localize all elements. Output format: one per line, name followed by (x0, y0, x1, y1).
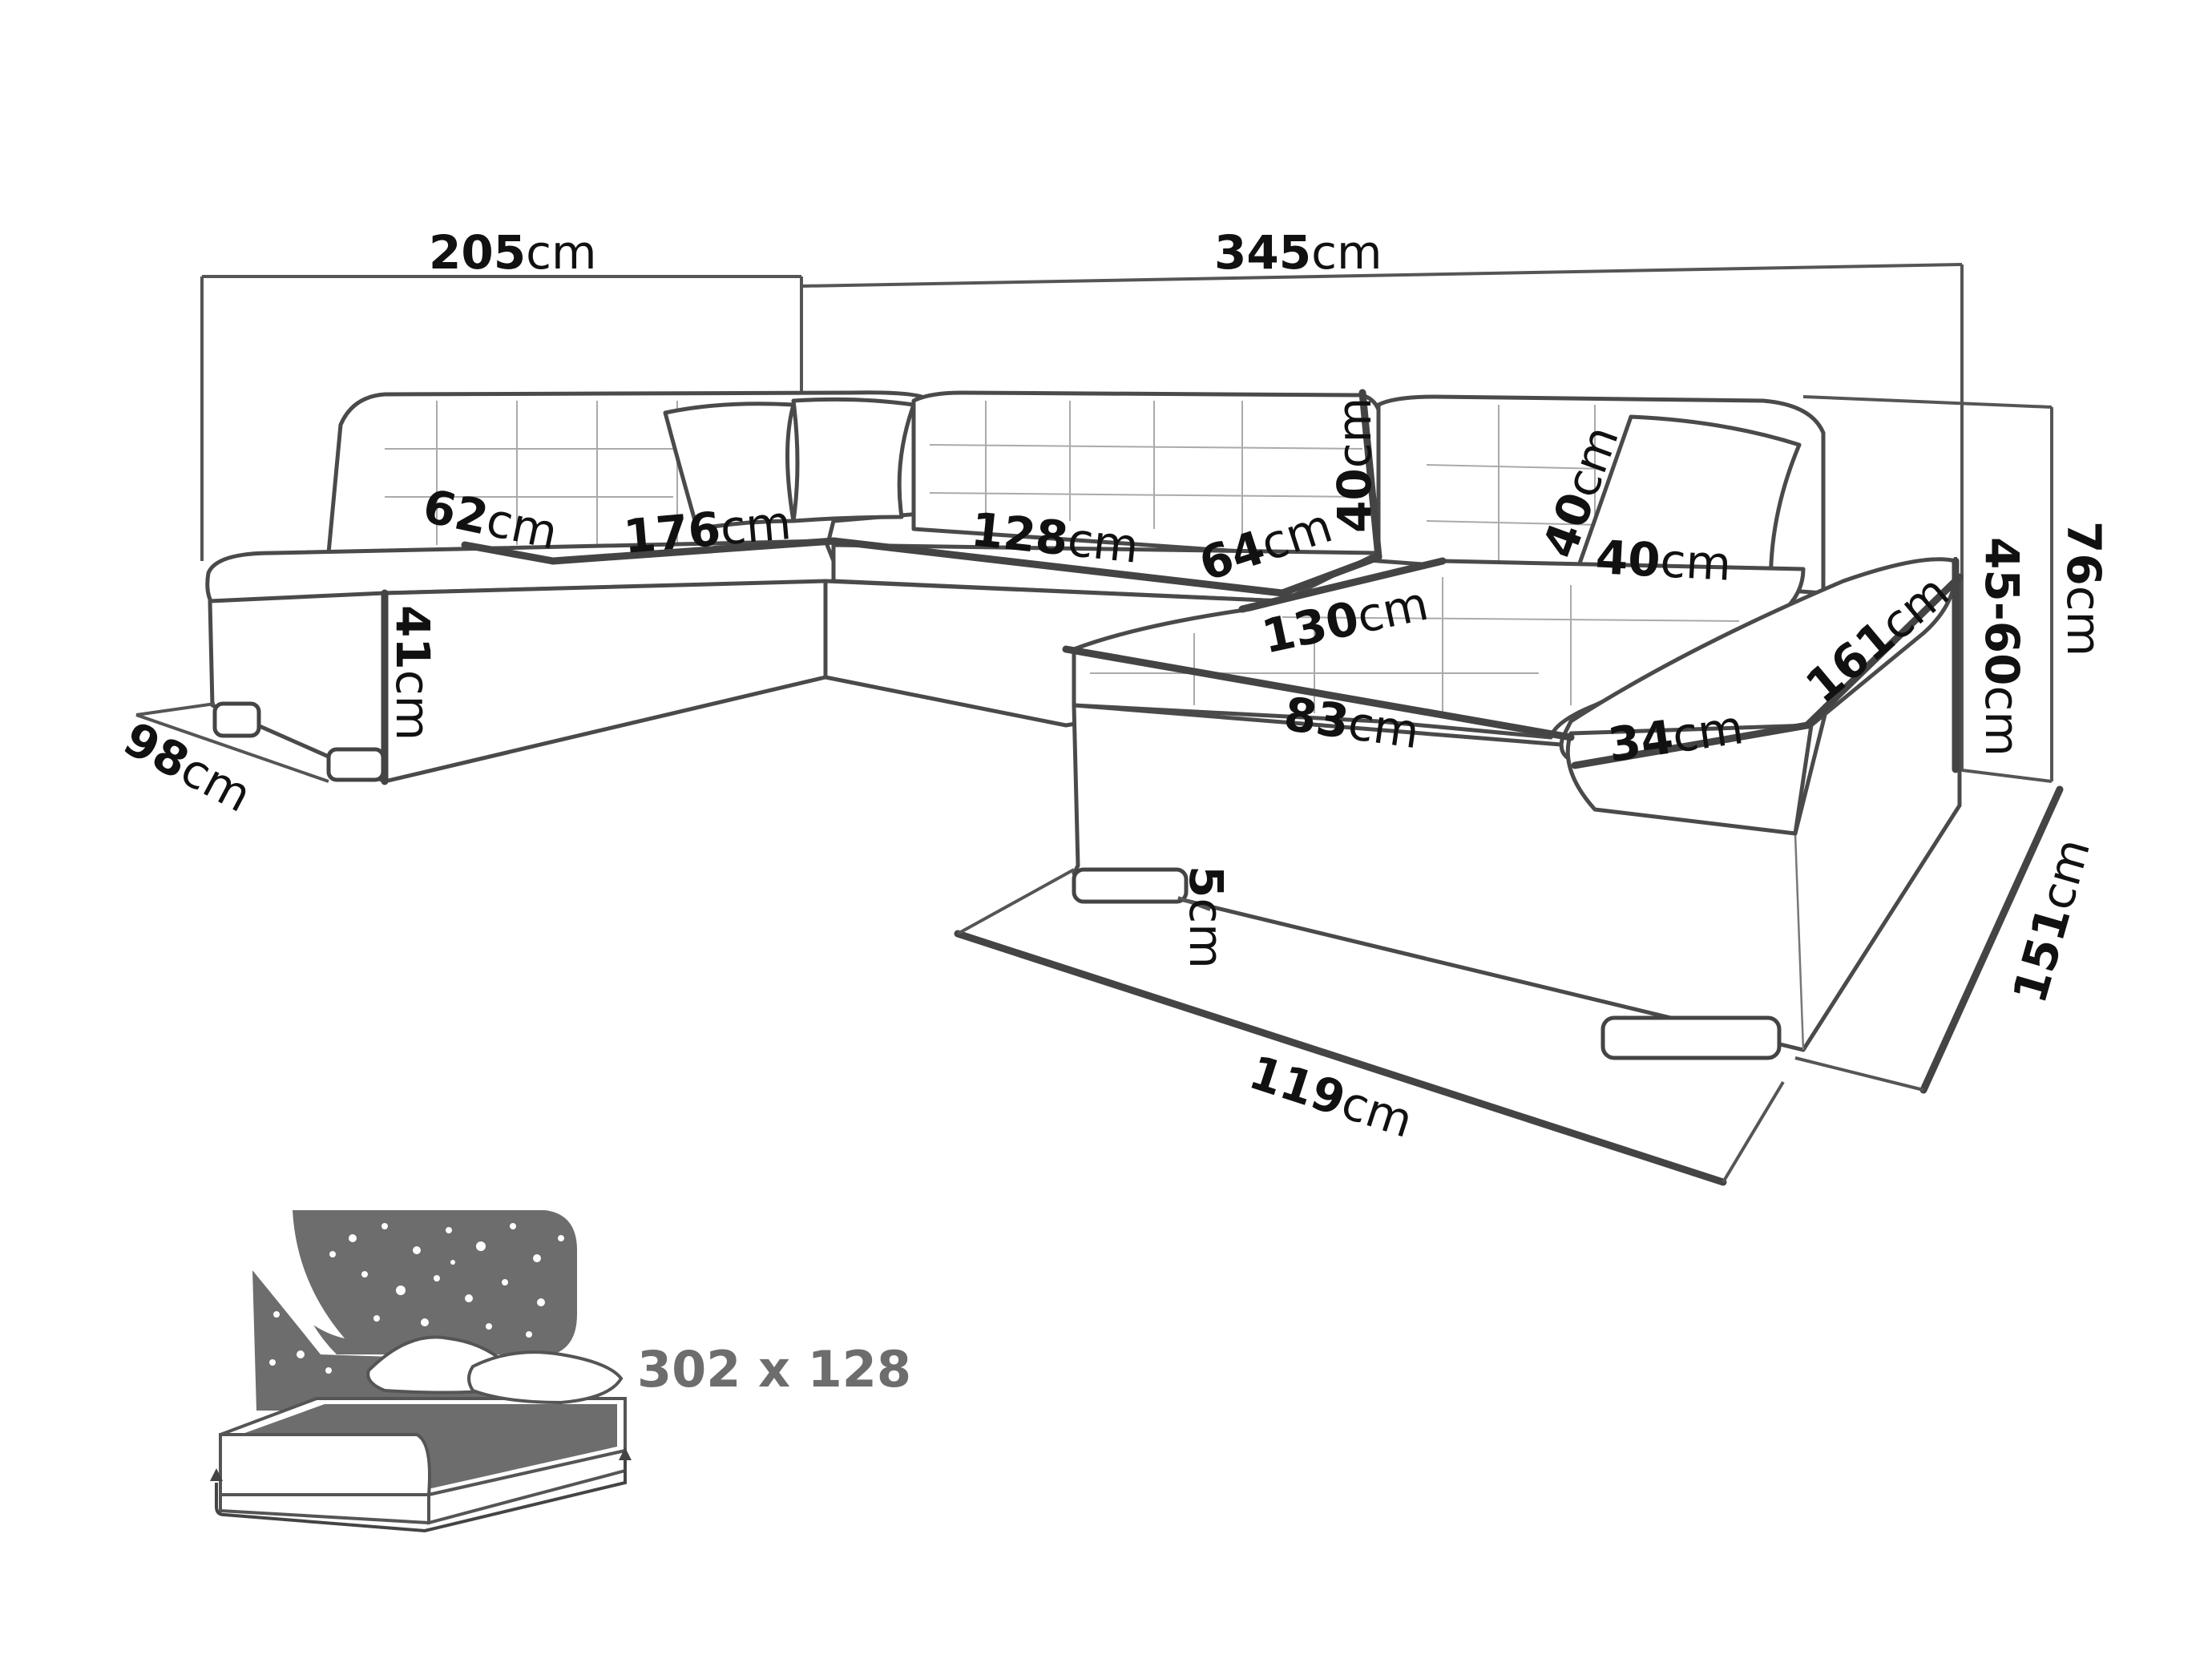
total-width-left-label: 205cm (429, 225, 596, 280)
top-dimension-lines (200, 263, 1964, 769)
sofa-drawing (205, 390, 1962, 1060)
bed-pillow-2 (467, 1350, 624, 1405)
backrest-height-label: 40cm (1327, 398, 1382, 533)
foot-chaise-2 (1600, 1015, 1782, 1060)
foot-left-2 (326, 747, 385, 782)
left-base (208, 579, 828, 784)
chaise-depth-label: 119cm (1243, 1045, 1419, 1148)
bed-stars-icon (210, 1210, 632, 1533)
foot-chaise-1 (1072, 867, 1189, 904)
pillow-width-label: 40cm (1594, 530, 1732, 591)
night-sky (291, 1210, 577, 1354)
total-width-right-label: 345cm (1214, 225, 1382, 280)
leg-height-label: 5cm (1179, 866, 1233, 969)
foot-left-1 (212, 701, 261, 738)
seat-length-left-label: 176cm (621, 495, 793, 564)
measurement-lines (381, 389, 1964, 785)
backrest-stitching (385, 401, 1604, 561)
seat-length-middle-label: 128cm (969, 502, 1141, 574)
total-height-label: 76cm (2057, 521, 2111, 656)
seat-height-range-label: 45-60cm (1975, 537, 2029, 757)
sleeping-area-label: 302 x 128 (637, 1340, 911, 1399)
chaise-seat (1072, 559, 1806, 740)
armrest-front (1565, 723, 1814, 836)
seat-height-label: 41cm (385, 605, 440, 741)
floor-dimension-lines (135, 702, 2064, 1186)
armrest-width-label: 34cm (1605, 700, 1746, 773)
right-depth-label: 151cm (2002, 833, 2101, 1009)
chaise-front-label: 83cm (1281, 687, 1423, 760)
left-pillow-2 (791, 397, 916, 523)
